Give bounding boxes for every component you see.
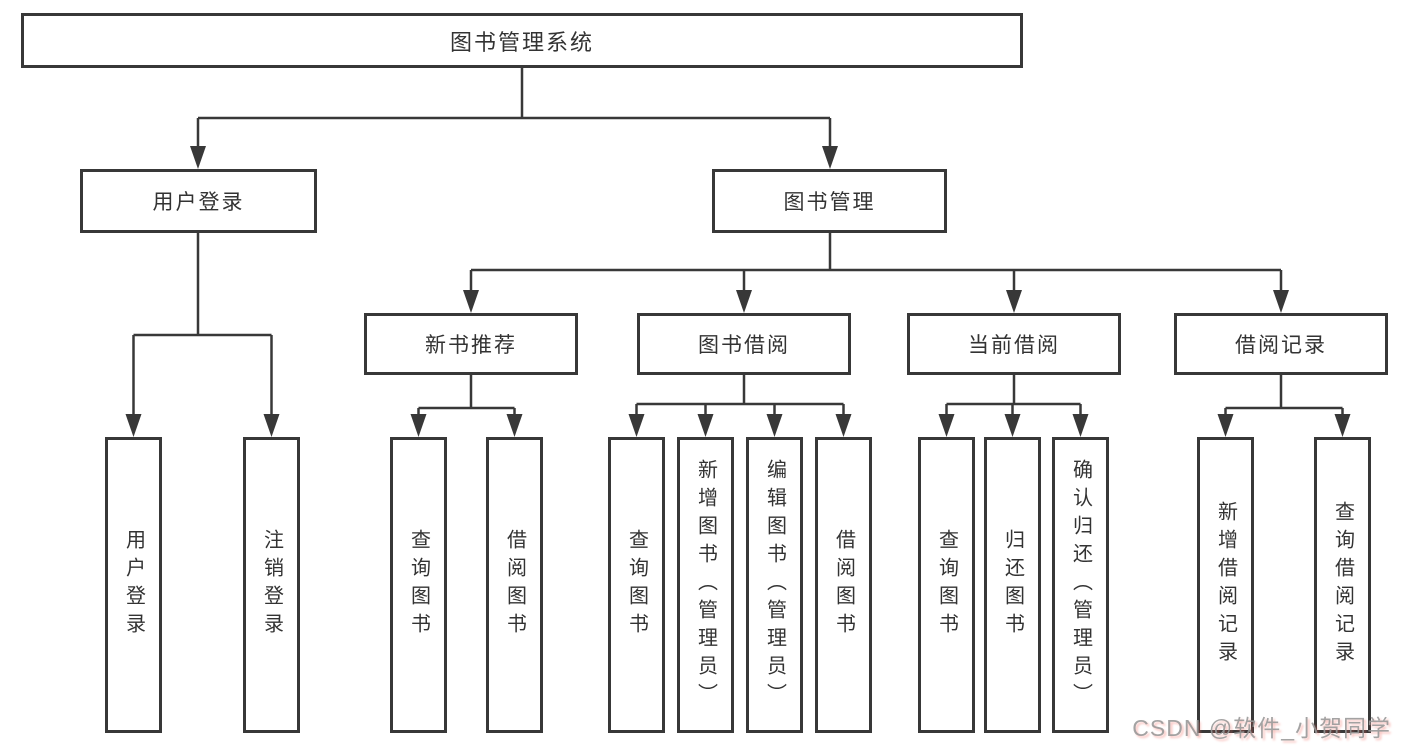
node-library-management-system: 图书管理系统 (21, 13, 1023, 68)
arrow-down-icon (190, 146, 206, 169)
arrow-down-icon (1006, 290, 1022, 313)
node-label: 借阅记录 (1235, 334, 1327, 357)
node-label: 归还图书 (1001, 529, 1024, 641)
arrow-down-icon (822, 146, 838, 169)
node-new-book-recommend: 新书推荐 (364, 313, 578, 375)
leaf-confirm-return-admin: 确认归还（管理员） (1052, 437, 1109, 733)
connector-lines (132, 68, 1344, 417)
arrow-down-icon (1004, 414, 1021, 437)
leaf-borrow-books: 借阅图书 (815, 437, 872, 733)
arrowheads (125, 146, 1351, 437)
arrow-down-icon (463, 290, 479, 313)
leaf-query-borrow-record: 查询借阅记录 (1314, 437, 1371, 733)
leaf-query-books-borrowing: 查询图书 (608, 437, 665, 733)
node-borrowing-records: 借阅记录 (1174, 313, 1388, 375)
leaf-return-books: 归还图书 (984, 437, 1041, 733)
node-label: 图书管理 (783, 191, 876, 214)
leaf-edit-books-admin: 编辑图书（管理员） (746, 437, 803, 733)
leaf-add-books-admin: 新增图书（管理员） (677, 437, 734, 733)
node-book-management: 图书管理 (712, 169, 947, 233)
node-label: 借阅图书 (503, 529, 526, 641)
arrow-down-icon (1072, 414, 1089, 437)
arrow-down-icon (263, 414, 280, 437)
node-label: 图书借阅 (698, 334, 790, 357)
node-label: 查询图书 (935, 529, 958, 641)
arrow-down-icon (938, 414, 955, 437)
arrow-down-icon (628, 414, 645, 437)
leaf-query-books-current: 查询图书 (918, 437, 975, 733)
arrow-down-icon (506, 414, 523, 437)
node-label: 编辑图书（管理员） (763, 459, 786, 711)
node-label: 新书推荐 (425, 334, 517, 357)
node-label: 查询借阅记录 (1331, 501, 1354, 669)
node-label: 新增借阅记录 (1214, 501, 1237, 669)
node-label: 用户登录 (122, 529, 145, 641)
leaf-user-login: 用户登录 (105, 437, 162, 733)
arrow-down-icon (410, 414, 427, 437)
node-label: 用户登录 (152, 191, 245, 214)
arrow-down-icon (1334, 414, 1351, 437)
leaf-add-borrow-record: 新增借阅记录 (1197, 437, 1254, 733)
node-label: 注销登录 (260, 529, 283, 641)
node-user-login: 用户登录 (80, 169, 317, 233)
arrow-down-icon (697, 414, 714, 437)
node-label: 确认归还（管理员） (1069, 459, 1092, 711)
leaf-logout: 注销登录 (243, 437, 300, 733)
arrow-down-icon (1273, 290, 1289, 313)
arrow-down-icon (1217, 414, 1234, 437)
node-label: 查询图书 (625, 529, 648, 641)
node-label: 查询图书 (407, 529, 430, 641)
node-label: 图书管理系统 (449, 29, 594, 55)
arrow-down-icon (736, 290, 752, 313)
node-book-borrowing: 图书借阅 (637, 313, 851, 375)
arrow-down-icon (125, 414, 142, 437)
arrow-down-icon (835, 414, 852, 437)
leaf-borrow-books-recommend: 借阅图书 (486, 437, 543, 733)
node-label: 当前借阅 (968, 334, 1060, 357)
leaf-query-books-recommend: 查询图书 (390, 437, 447, 733)
node-label: 新增图书（管理员） (694, 459, 717, 711)
node-current-borrowing: 当前借阅 (907, 313, 1121, 375)
node-label: 借阅图书 (832, 529, 855, 641)
arrow-down-icon (766, 414, 783, 437)
